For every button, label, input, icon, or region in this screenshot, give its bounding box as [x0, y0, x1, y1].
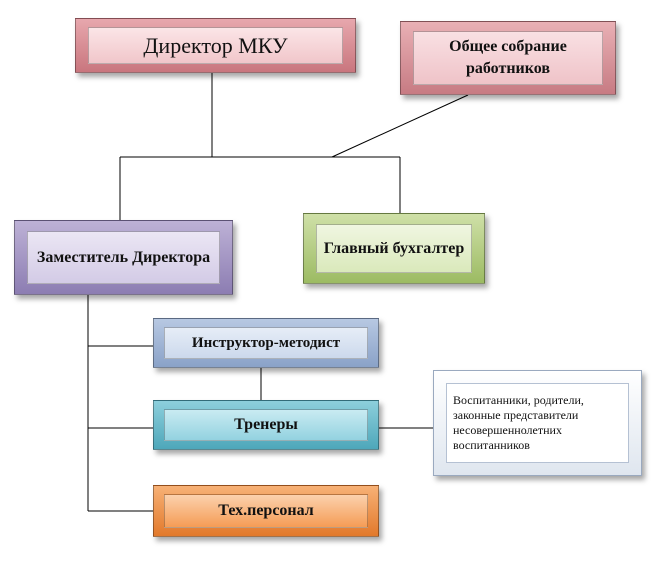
- node-pupils-parents: Воспитанники, родители, законные предста…: [433, 370, 642, 476]
- node-general-meeting-label: Общее собрание работников: [413, 31, 603, 85]
- node-chief-accountant: Главный бухгалтер: [303, 213, 485, 284]
- node-chief-accountant-label: Главный бухгалтер: [316, 224, 472, 273]
- line-meeting-diagonal: [331, 94, 469, 158]
- node-general-meeting: Общее собрание работников: [400, 21, 616, 95]
- node-director: Директор МКУ: [75, 18, 356, 73]
- node-instructor-methodist: Инструктор-методист: [153, 318, 379, 368]
- node-instructor-methodist-label: Инструктор-методист: [164, 327, 368, 359]
- node-director-label: Директор МКУ: [88, 27, 343, 64]
- node-pupils-parents-label: Воспитанники, родители, законные предста…: [446, 383, 629, 463]
- node-tech-staff-label: Тех.персонал: [164, 494, 368, 528]
- node-coaches-label: Тренеры: [164, 409, 368, 441]
- node-coaches: Тренеры: [153, 400, 379, 450]
- node-deputy-director-label: Заместитель Директора: [27, 231, 220, 284]
- node-tech-staff: Тех.персонал: [153, 485, 379, 537]
- node-deputy-director: Заместитель Директора: [14, 220, 233, 295]
